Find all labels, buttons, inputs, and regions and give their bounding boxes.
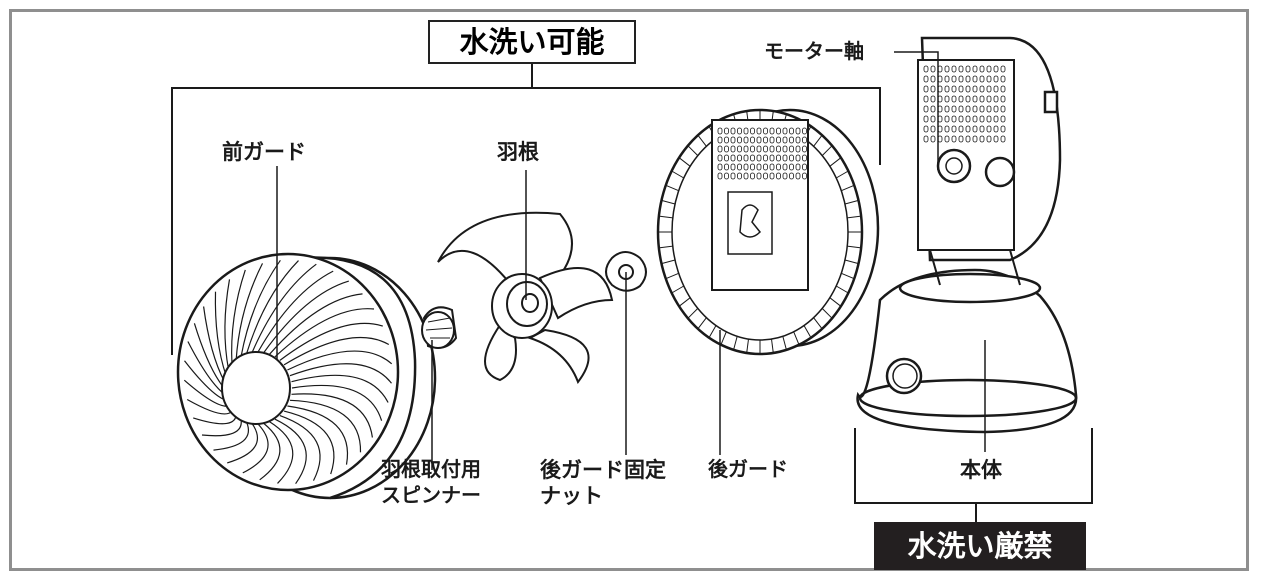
motor-shaft-label: モーター軸 bbox=[764, 39, 864, 63]
spinner-label-line2: スピンナー bbox=[381, 483, 481, 507]
washable-header: 水洗い可能 bbox=[428, 20, 636, 64]
blade-drawing bbox=[437, 211, 614, 385]
front-guard-drawing bbox=[176, 252, 437, 500]
motor-shaft-leader bbox=[894, 51, 939, 170]
not-washable-header: 水洗い厳禁 bbox=[874, 522, 1086, 570]
rear-nut-label-line2: ナット bbox=[540, 484, 603, 508]
body-label: 本体 bbox=[960, 458, 1002, 482]
main-body-drawing bbox=[856, 36, 1078, 434]
spinner-label-line1: 羽根取付用 bbox=[381, 457, 481, 481]
rear-nut-label-line1: 後ガード固定 bbox=[540, 458, 666, 482]
spinner-drawing bbox=[421, 306, 458, 349]
rear-nut-drawing bbox=[605, 251, 647, 292]
blade-label: 羽根 bbox=[497, 140, 539, 164]
washable-bracket bbox=[171, 87, 881, 355]
not-washable-bracket bbox=[854, 428, 1093, 504]
front-guard-label: 前ガード bbox=[222, 140, 306, 164]
rear-guard-label: 後ガード bbox=[708, 457, 788, 481]
rear-guard-drawing bbox=[656, 108, 880, 356]
